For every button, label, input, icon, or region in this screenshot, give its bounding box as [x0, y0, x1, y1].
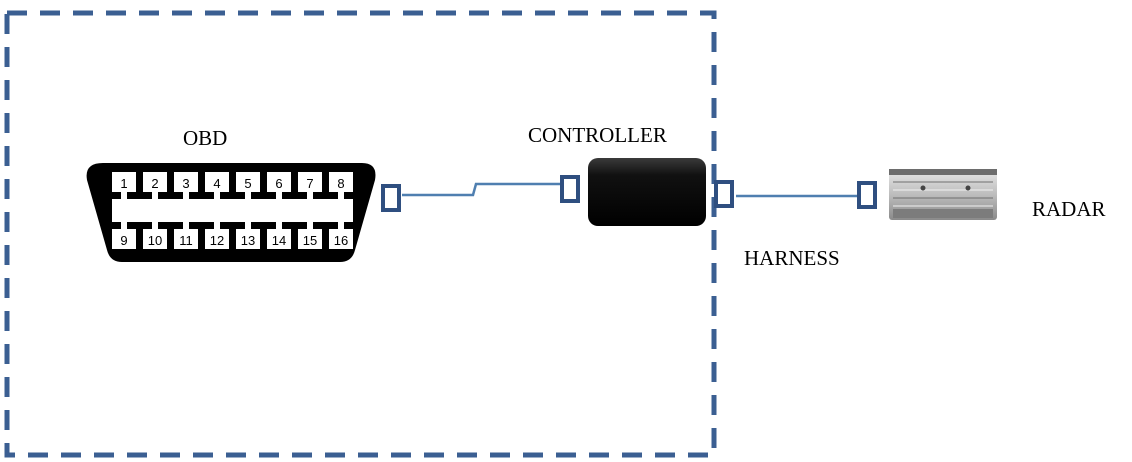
controller-box	[588, 158, 706, 226]
obd-pin-13: 13	[236, 222, 260, 249]
obd-pin-label: 1	[120, 176, 127, 191]
controller-port-out	[714, 180, 734, 208]
harness-label: HARNESS	[744, 246, 840, 270]
obd-center-channel	[112, 199, 353, 222]
obd-pin-6: 6	[267, 172, 291, 199]
obd-pin-3: 3	[174, 172, 198, 199]
wire-obd-controller	[402, 182, 560, 197]
obd-pin-label: 4	[213, 176, 220, 191]
obd-pin-7: 7	[298, 172, 322, 199]
obd-pin-9: 9	[112, 222, 136, 249]
obd-pin-label: 5	[244, 176, 251, 191]
obd-pin-15: 15	[298, 222, 322, 249]
obd-pin-5: 5	[236, 172, 260, 199]
radar-label: RADAR	[1032, 197, 1106, 221]
obd-pin-2: 2	[143, 172, 167, 199]
obd-pin-label: 15	[303, 233, 317, 248]
obd-port	[381, 184, 401, 212]
obd-pin-1: 1	[112, 172, 136, 199]
system-boundary	[4, 10, 717, 458]
obd-pin-label: 16	[334, 233, 348, 248]
obd-pin-label: 9	[120, 233, 127, 248]
obd-pin-label: 7	[306, 176, 313, 191]
radar-unit	[889, 169, 997, 220]
obd-pin-8: 8	[329, 172, 353, 199]
obd-pin-label: 10	[148, 233, 162, 248]
obd-pin-10: 10	[143, 222, 167, 249]
obd-pin-label: 6	[275, 176, 282, 191]
obd-pin-16: 16	[329, 222, 353, 249]
radar-port	[857, 181, 877, 209]
obd-pin-label: 11	[179, 233, 193, 248]
obd-label: OBD	[183, 126, 228, 150]
obd-pin-label: 13	[241, 233, 255, 248]
obd-pin-label: 8	[337, 176, 344, 191]
obd-pin-11: 11	[174, 222, 198, 249]
obd-pin-label: 14	[272, 233, 286, 248]
controller-label: CONTROLLER	[528, 123, 667, 147]
obd-pin-label: 3	[182, 176, 189, 191]
obd-pin-label: 12	[210, 233, 224, 248]
obd-pin-12: 12	[205, 222, 229, 249]
obd-pin-14: 14	[267, 222, 291, 249]
obd-pin-4: 4	[205, 172, 229, 199]
controller-port-in	[560, 175, 580, 203]
obd-pin-label: 2	[151, 176, 158, 191]
